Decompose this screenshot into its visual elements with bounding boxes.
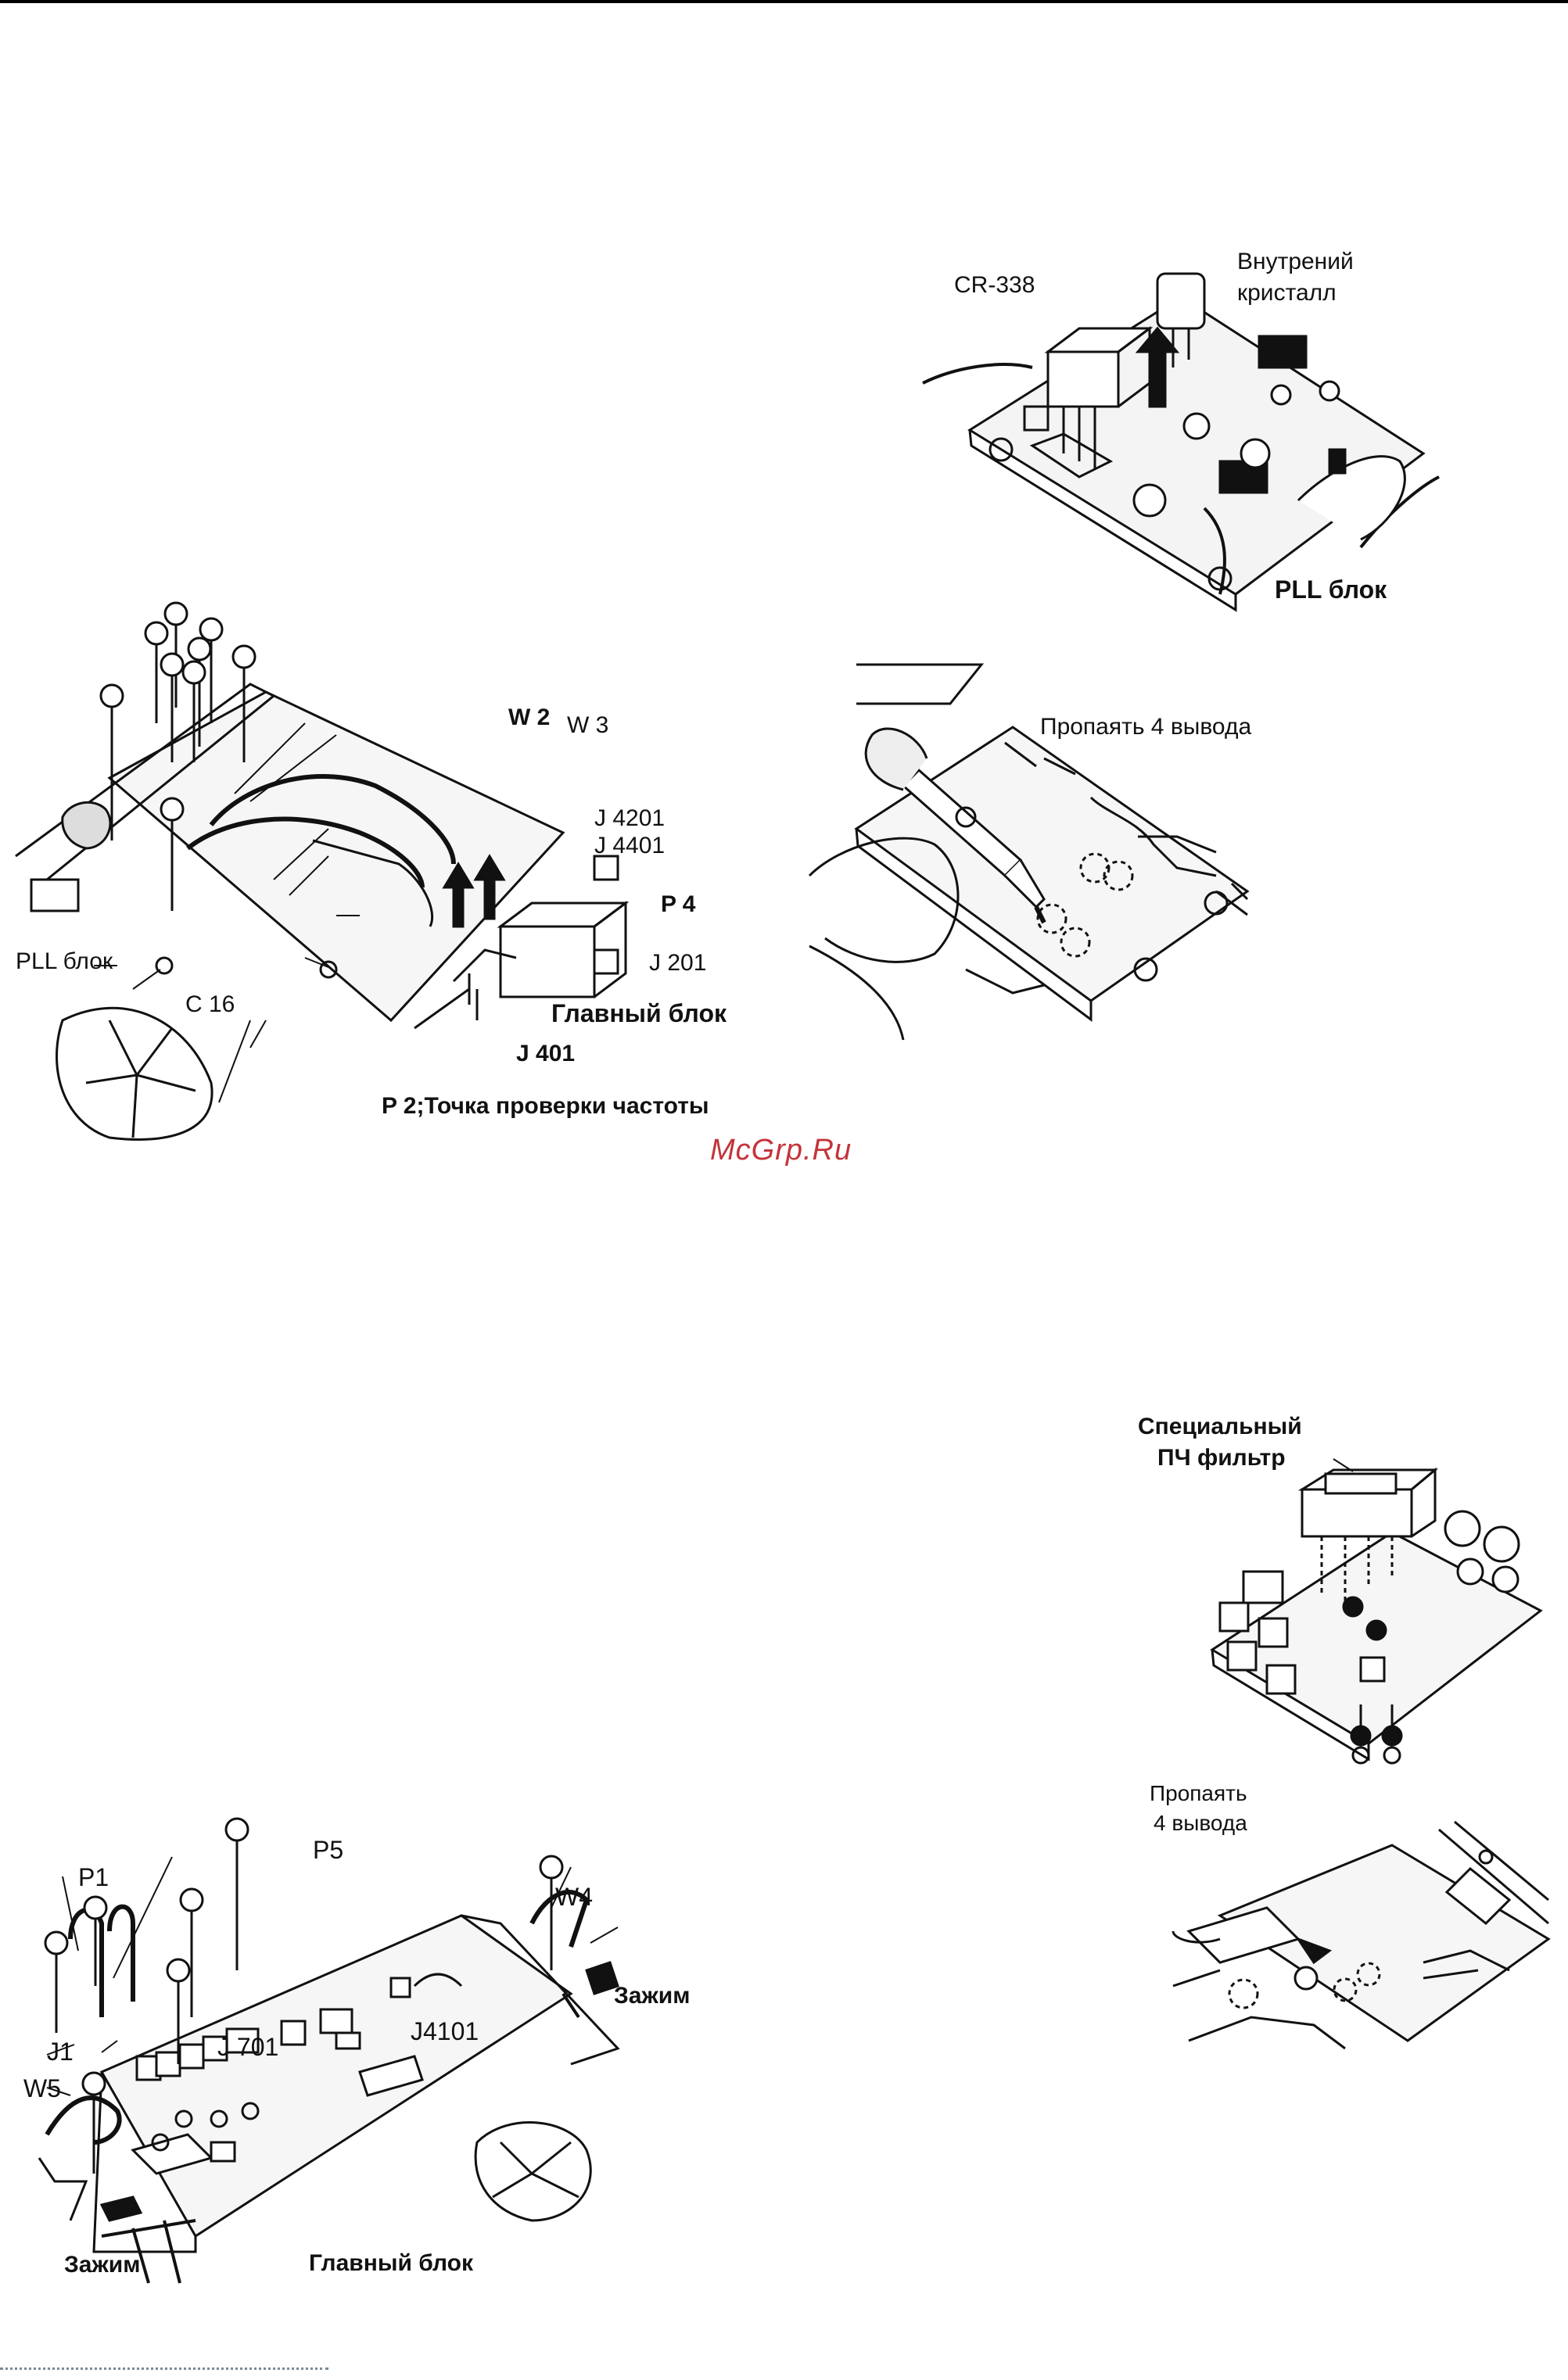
c16-label: C 16 (185, 993, 235, 1016)
main-block-label: Главный блок (551, 1001, 727, 1026)
w2-label: W 2 (508, 706, 550, 729)
watermark-text: McGrp.Ru (710, 1134, 852, 1167)
pll-block-label: PLL блок (1275, 577, 1387, 602)
clamp-right-label: Зажим (614, 1984, 690, 2008)
if-filter-label-line2: ПЧ фильтр (1157, 1446, 1286, 1470)
part-label-cr338: CR-338 (954, 274, 1035, 297)
w3-label: W 3 (567, 714, 608, 737)
j701-label: J 701 (217, 2034, 278, 2059)
solder-4-pins-bottom-line1: Пропаять (1150, 1783, 1247, 1805)
pll-unit-illustration (16, 582, 766, 1145)
j4101-label: J4101 (411, 2019, 479, 2044)
screw (181, 1889, 203, 2017)
p5-label: P5 (313, 1837, 343, 1862)
screw (226, 1819, 248, 1970)
screw (540, 1856, 562, 1970)
j4401-label: J 4401 (594, 834, 665, 858)
w5-label: W5 (23, 2076, 61, 2101)
top-rule (0, 0, 1568, 3)
p2-frequency-check-point-label: P 2;Точка проверки частоты (382, 1095, 709, 1118)
pll-board-illustration (923, 250, 1423, 625)
pll-block-label: PLL блок (16, 950, 113, 973)
if-filter-label-line1: Специальный (1138, 1415, 1302, 1439)
p4-label: P 4 (661, 893, 696, 916)
solder-pins-figure-bottom: Пропаять 4 вывода (1142, 1783, 1548, 2056)
clamp-left-label: Зажим (64, 2253, 140, 2277)
solder-4-pins-bottom-line2: 4 вывода (1154, 1812, 1247, 1834)
screw (161, 798, 183, 911)
pll-unit-removal-figure: W 2 W 3 J 4201 J 4401 P 4 PLL блок C 16 … (16, 582, 766, 1145)
screw (45, 1932, 67, 2033)
j401-label: J 401 (516, 1042, 575, 1066)
crystal-replacement-figure: CR-338 Внутрений кристалл PLL блок (923, 250, 1423, 625)
bottom-dotted-rule (0, 2367, 328, 2370)
solder-board-illustration (809, 641, 1310, 1040)
j1-label: J1 (47, 2039, 74, 2064)
solder-4-pins-label: Пропаять 4 вывода (1040, 715, 1251, 739)
j201-label: J 201 (649, 952, 706, 975)
main-block-label: Главный блок (309, 2252, 473, 2275)
screw (83, 2073, 105, 2174)
w4-label: W4 (555, 1884, 593, 1909)
internal-crystal-label-line2: кристалл (1237, 281, 1337, 305)
internal-crystal-label-line1: Внутрений (1237, 250, 1354, 274)
p1-label: P1 (78, 1865, 109, 1890)
main-unit-figure: P1 P5 W4 Зажим J1 J 701 J4101 W5 Зажим Г… (23, 1814, 704, 2283)
j4201-label: J 4201 (594, 807, 665, 830)
main-unit-illustration (23, 1814, 704, 2283)
if-filter-figure: Специальный ПЧ фильтр (1134, 1415, 1541, 1759)
solder-pins-figure-top: Пропаять 4 вывода (809, 641, 1310, 1040)
